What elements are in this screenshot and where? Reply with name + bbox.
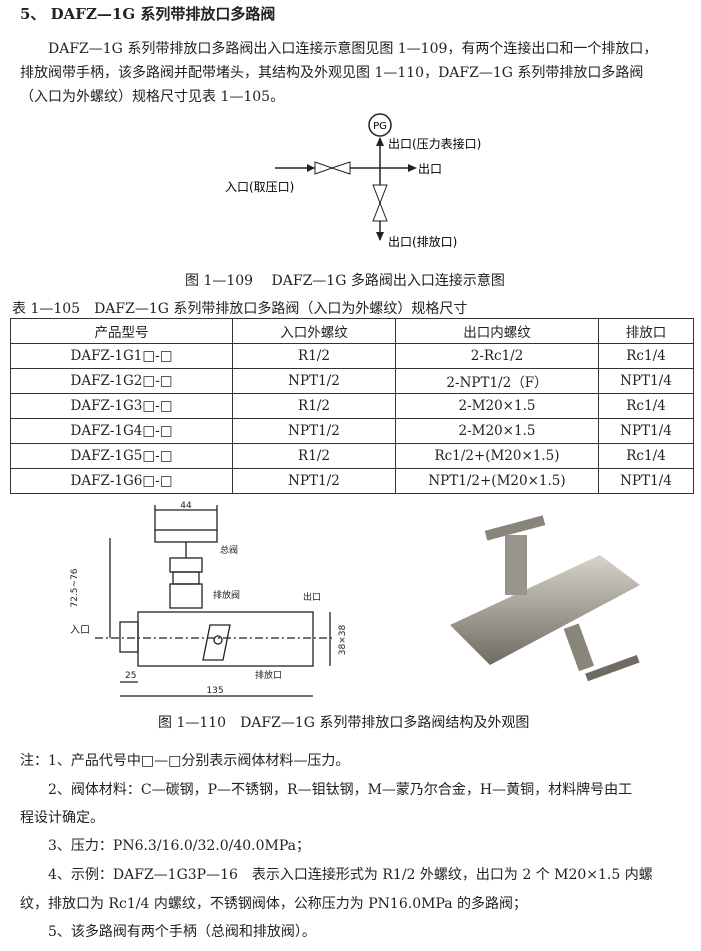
header-cell: 入口外螺纹: [232, 318, 396, 344]
cell: NPT1/4: [598, 418, 694, 444]
table-header-row: 产品型号入口外螺纹出口内螺纹排放口: [10, 318, 694, 344]
cell: NPT1/2+(M20×1.5): [395, 468, 599, 494]
inlet-label: 入口: [70, 625, 90, 636]
note-line: 注：1、产品代号中□—□分别表示阀体材料—压力。: [20, 753, 350, 769]
section-heading: 5、 DAFZ—1G 系列带排放口多路阀: [20, 5, 276, 23]
cell: Rc1/2+(M20×1.5): [395, 443, 599, 469]
outlet-label: 出口: [418, 162, 442, 176]
cell: DAFZ-1G6□-□: [10, 468, 233, 494]
note-line: 程设计确定。: [20, 810, 104, 826]
cell: DAFZ-1G3□-□: [10, 393, 233, 419]
cell: NPT1/4: [598, 368, 694, 394]
intro-line: 排放阀带手柄，该多路阀并配带堵头，其结构及外观见图 1—110，DAFZ—1G …: [20, 65, 644, 81]
cell: DAFZ-1G5□-□: [10, 443, 233, 469]
dim-height: 72.5~76: [70, 568, 80, 607]
dim-44: 44: [180, 501, 192, 511]
valve-photo: [450, 515, 640, 682]
cell: R1/2: [232, 393, 396, 419]
cell: DAFZ-1G4□-□: [10, 418, 233, 444]
cell: NPT1/2: [232, 418, 396, 444]
cell: NPT1/2: [232, 368, 396, 394]
cell: 2-M20×1.5: [395, 418, 599, 444]
figure-caption: 图 1—109 DAFZ—1G 多路阀出入口连接示意图: [185, 273, 505, 289]
cell: NPT1/4: [598, 468, 694, 494]
cell: R1/2: [232, 343, 396, 369]
structure-drawing: 44 总阀 72.5~76 排放阀 出口 入口 38×38 排放口 25 135: [70, 501, 348, 697]
note-line: 5、该多路阀有两个手柄（总阀和排放阀）。: [48, 924, 316, 940]
dim-135: 135: [206, 686, 223, 696]
cell: 2-NPT1/2（F）: [395, 368, 599, 394]
dim-25: 25: [125, 671, 136, 681]
drain-outlet-label: 出口(排放口): [388, 234, 457, 249]
cell: NPT1/2: [232, 468, 396, 494]
connection-diagram: PG 出口(压力表接口) 出口 入口(取压口) 出口(排放口): [225, 113, 481, 249]
note-line: 2、阀体材料：C—碳钢，P—不锈钢，R—钼钛钢，M—蒙乃尔合金，H—黄铜，材料牌…: [48, 782, 633, 798]
cell: Rc1/4: [598, 343, 694, 369]
cell: DAFZ-1G1□-□: [10, 343, 233, 369]
cell: R1/2: [232, 443, 396, 469]
cell: Rc1/4: [598, 443, 694, 469]
note-line: 3、压力：PN6.3/16.0/32.0/40.0MPa；: [48, 838, 310, 854]
cell: DAFZ-1G2□-□: [10, 368, 233, 394]
drain-port-label: 排放口: [255, 669, 282, 681]
intro-line: （入口为外螺纹）规格尺寸见表 1—105。: [20, 89, 285, 105]
cell: 2-Rc1/2: [395, 343, 599, 369]
outlet-gauge-label: 出口(压力表接口): [388, 136, 481, 151]
main-valve-label: 总阀: [220, 544, 238, 556]
intro-line: DAFZ—1G 系列带排放口多路阀出入口连接示意图见图 1—109，有两个连接出…: [48, 41, 658, 57]
note-line: 纹，排放口为 Rc1/4 内螺纹，不锈钢阀体，公称压力为 PN16.0MPa 的…: [20, 896, 528, 912]
header-cell: 产品型号: [10, 318, 233, 344]
drain-valve-label: 排放阀: [213, 589, 240, 601]
table-caption: 表 1—105 DAFZ—1G 系列带排放口多路阀（入口为外螺纹）规格尺寸: [12, 301, 468, 317]
outlet-label: 出口: [303, 591, 321, 603]
header-cell: 出口内螺纹: [395, 318, 599, 344]
inlet-label: 入口(取压口): [225, 180, 294, 194]
pg-label: PG: [373, 121, 387, 132]
cell: 2-M20×1.5: [395, 393, 599, 419]
header-cell: 排放口: [598, 318, 694, 344]
dim-38: 38×38: [338, 625, 348, 656]
note-line: 4、示例：DAFZ—1G3P—16 表示入口连接形式为 R1/2 外螺纹，出口为…: [48, 867, 653, 883]
figure-caption: 图 1—110 DAFZ—1G 系列带排放口多路阀结构及外观图: [158, 715, 530, 731]
cell: Rc1/4: [598, 393, 694, 419]
